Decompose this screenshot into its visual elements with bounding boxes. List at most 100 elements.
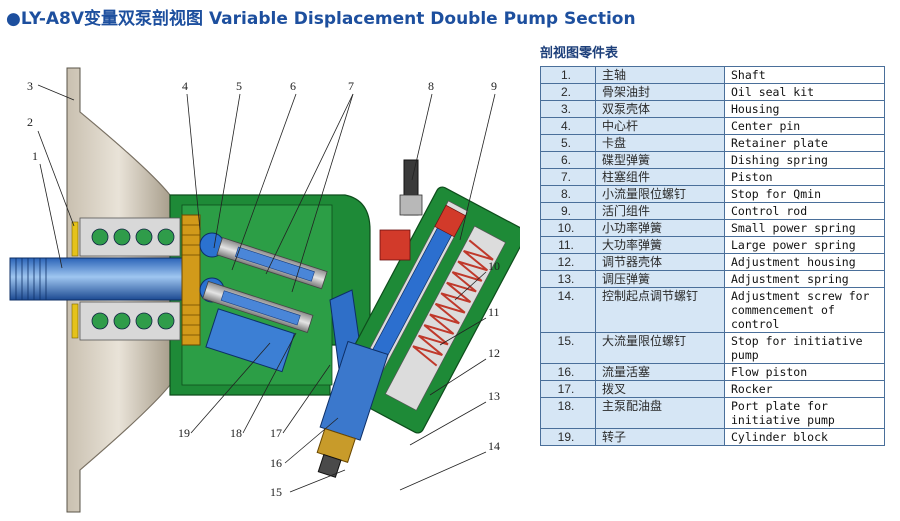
part-name-cn: 调压弹簧 xyxy=(595,270,725,288)
callout-17: 17 xyxy=(270,426,282,440)
part-number: 14. xyxy=(540,287,596,333)
callout-9: 9 xyxy=(491,79,497,93)
part-name-cn: 调节器壳体 xyxy=(595,253,725,271)
parts-table-title: 剖视图零件表 xyxy=(540,46,619,61)
callout-5: 5 xyxy=(236,79,242,93)
callout-16: 16 xyxy=(270,456,282,470)
part-name-cn: 柱塞组件 xyxy=(595,168,725,186)
callout-labels: 1 2 3 4 5 6 7 8 9 10 11 12 13 14 15 16 1… xyxy=(27,79,500,499)
part-number: 3. xyxy=(540,100,596,118)
part-number: 16. xyxy=(540,363,596,381)
callout-11: 11 xyxy=(488,305,500,319)
part-name-en: Shaft xyxy=(724,66,885,84)
piston-group xyxy=(202,237,328,334)
part-name-cn: 小流量限位螺钉 xyxy=(595,185,725,203)
pump-section-drawing: 1 2 3 4 5 6 7 8 9 10 11 12 13 14 15 16 1… xyxy=(0,58,520,521)
part-name-en: Adjustment spring xyxy=(724,270,885,288)
part-number: 9. xyxy=(540,202,596,220)
part-number: 4. xyxy=(540,117,596,135)
part-name-cn: 骨架油封 xyxy=(595,83,725,101)
part-name-cn: 活门组件 xyxy=(595,202,725,220)
part-name-en: Dishing spring xyxy=(724,151,885,169)
part-name-cn: 控制起点调节螺钉 xyxy=(595,287,725,333)
part-name-cn: 拨叉 xyxy=(595,380,725,398)
part-name-en: Retainer plate xyxy=(724,134,885,152)
bearing-set xyxy=(79,217,181,341)
part-number: 6. xyxy=(540,151,596,169)
part-name-cn: 流量活塞 xyxy=(595,363,725,381)
part-number: 8. xyxy=(540,185,596,203)
part-name-en: Large power spring xyxy=(724,236,885,254)
part-name-en: Stop for Qmin xyxy=(724,185,885,203)
callout-1: 1 xyxy=(32,149,38,163)
callout-14: 14 xyxy=(488,439,500,453)
part-number: 7. xyxy=(540,168,596,186)
part-name-en: Stop for initiative pump xyxy=(724,332,885,364)
callout-19: 19 xyxy=(178,426,190,440)
part-name-en: Small power spring xyxy=(724,219,885,237)
part-name-en: Adjustment housing xyxy=(724,253,885,271)
callout-12: 12 xyxy=(488,346,500,360)
callout-2: 2 xyxy=(27,115,33,129)
part-name-en: Port plate for initiative pump xyxy=(724,397,885,429)
part-number: 11. xyxy=(540,236,596,254)
part-name-en: Rocker xyxy=(724,380,885,398)
callout-10: 10 xyxy=(488,259,500,273)
page-title: ●LY-A8V变量双泵剖视图 Variable Displacement Dou… xyxy=(6,9,636,29)
part-number: 15. xyxy=(540,332,596,364)
part-number: 18. xyxy=(540,397,596,429)
part-number: 17. xyxy=(540,380,596,398)
seal-ring xyxy=(71,221,79,257)
part-number: 2. xyxy=(540,83,596,101)
part-name-cn: 小功率弹簧 xyxy=(595,219,725,237)
part-name-cn: 碟型弹簧 xyxy=(595,151,725,169)
part-number: 13. xyxy=(540,270,596,288)
callout-3: 3 xyxy=(27,79,33,93)
part-name-cn: 转子 xyxy=(595,428,725,446)
flow-piston xyxy=(316,340,389,478)
part-name-cn: 主轴 xyxy=(595,66,725,84)
callout-leaders xyxy=(37,84,496,493)
part-number: 5. xyxy=(540,134,596,152)
shaft xyxy=(9,257,201,301)
part-name-cn: 主泵配油盘 xyxy=(595,397,725,429)
part-name-en: Housing xyxy=(724,100,885,118)
part-number: 1. xyxy=(540,66,596,84)
part-number: 12. xyxy=(540,253,596,271)
callout-18: 18 xyxy=(230,426,242,440)
part-name-en: Flow piston xyxy=(724,363,885,381)
part-name-en: Control rod xyxy=(724,202,885,220)
part-number: 19. xyxy=(540,428,596,446)
part-name-en: Piston xyxy=(724,168,885,186)
control-valve-block xyxy=(379,229,411,261)
part-name-en: Oil seal kit xyxy=(724,83,885,101)
callout-4: 4 xyxy=(182,79,188,93)
callout-7: 7 xyxy=(348,79,354,93)
part-name-cn: 大流量限位螺钉 xyxy=(595,332,725,364)
part-name-en: Center pin xyxy=(724,117,885,135)
cylinder-block xyxy=(205,308,296,373)
callout-6: 6 xyxy=(290,79,296,93)
part-name-en: Adjustment screw for commencement of con… xyxy=(724,287,885,333)
part-name-cn: 双泵壳体 xyxy=(595,100,725,118)
part-number: 10. xyxy=(540,219,596,237)
part-name-cn: 卡盘 xyxy=(595,134,725,152)
callout-13: 13 xyxy=(488,389,500,403)
callout-15: 15 xyxy=(270,485,282,499)
